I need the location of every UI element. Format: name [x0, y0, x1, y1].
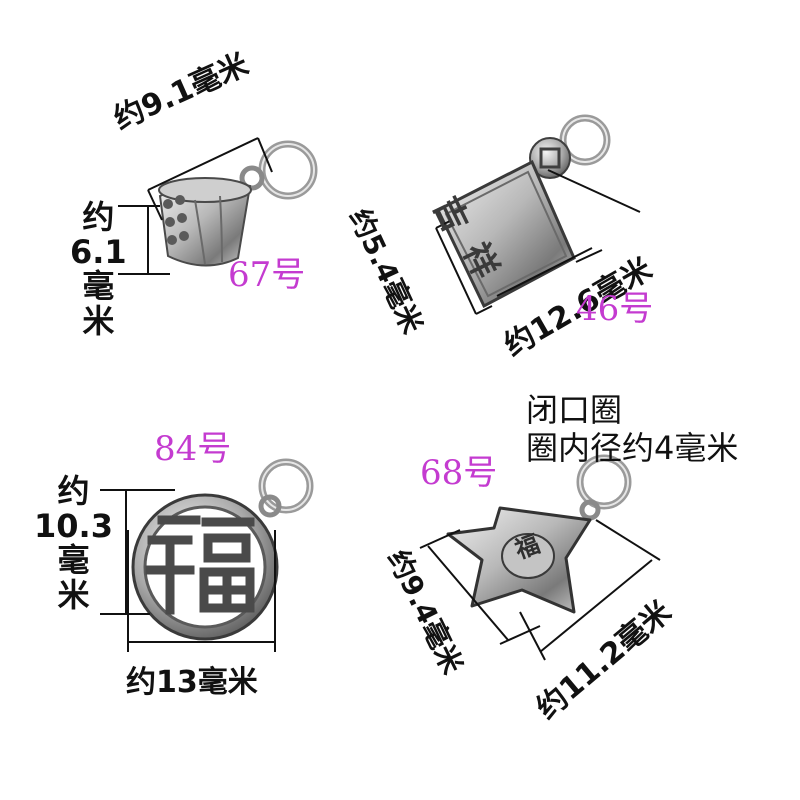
lotus-pod-pendant [158, 140, 318, 267]
model-number-67: 67号 [228, 255, 306, 295]
dimension-lines-67 [118, 137, 273, 275]
auspicious-tag-pendant [436, 114, 611, 309]
bail-loop [258, 494, 282, 518]
fu-character-cutout [145, 515, 255, 615]
height-label-84-c3: 毫 [57, 541, 90, 580]
height-label-84-c4: 米 [57, 575, 90, 614]
star-pendant [446, 454, 632, 614]
height-label-84-c2: 10.3 [34, 506, 113, 545]
star-center-medallion [501, 533, 555, 579]
height-label-84: 约 10.3 毫 米 [34, 474, 113, 612]
ring-note-line1: 闭口圈 [526, 391, 623, 429]
ring-note-line2: 圈内径约4毫米 [526, 429, 739, 467]
height-label-67-c4: 米 [82, 301, 115, 340]
height-label-67-c2: 6.1 [70, 232, 127, 271]
round-medallion-pendant [131, 458, 314, 641]
dimension-lines-84 [100, 489, 276, 652]
height-label-67-c3: 毫 [82, 267, 115, 306]
bail-loop [239, 165, 265, 191]
model-number-84: 84号 [154, 429, 232, 469]
pod-seed-holes [163, 195, 189, 245]
height-label-67: 约 6.1 毫 米 [70, 200, 127, 338]
height-label-84-c1: 约 [57, 472, 90, 510]
height-label-67-c1: 约 [82, 198, 115, 236]
width-label-84: 约13毫米 [126, 665, 258, 700]
bail-loop [579, 499, 601, 521]
dimension-lines-46 [435, 169, 641, 315]
dimension-lines-68 [419, 519, 661, 661]
model-number-68: 68号 [420, 453, 498, 493]
model-number-46: 46号 [576, 289, 654, 329]
